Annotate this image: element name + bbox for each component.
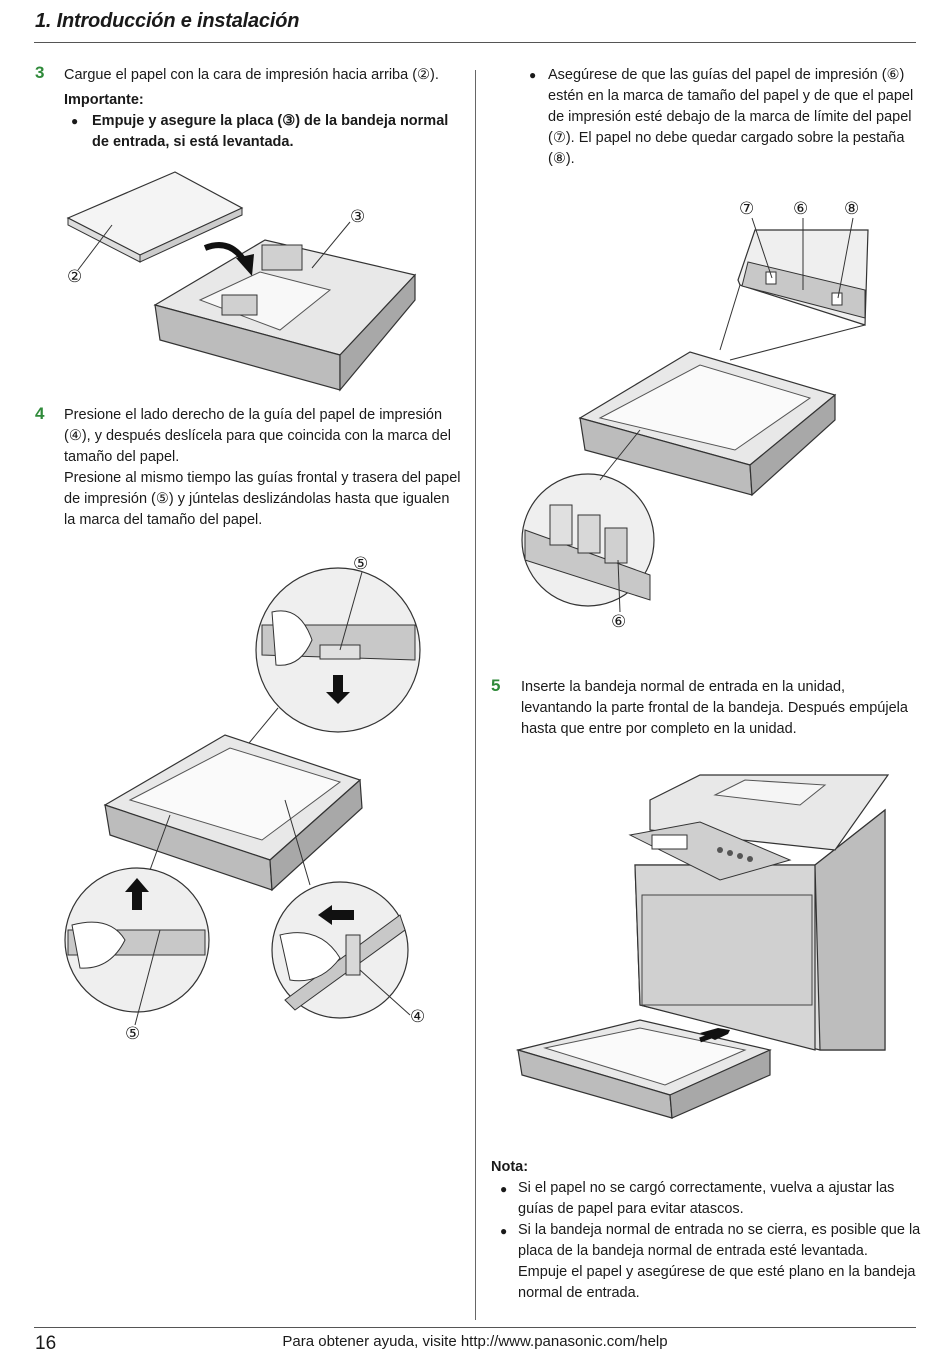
callout-6: ⑥	[611, 612, 627, 632]
callout-7: ⑦	[739, 199, 755, 219]
guide-note-line5: (⑧).	[548, 151, 575, 167]
step4-line3: tamaño del papel.	[64, 449, 180, 465]
column-divider	[475, 70, 476, 1320]
bullet-icon: ●	[529, 68, 537, 82]
callout-2: ②	[67, 267, 83, 287]
step3-text: Cargue el papel con la cara de impresión…	[64, 67, 439, 83]
nota-b2-line3: Empuje el papel y asegúrese de que esté …	[518, 1264, 916, 1280]
callout-8: ⑧	[844, 199, 860, 219]
step5-line1: Inserte la bandeja normal de entrada en …	[521, 679, 846, 695]
step3-bullet-line2: de entrada, si está levantada.	[92, 134, 294, 150]
step-number-5: 5	[491, 676, 501, 695]
guide-note-line1: Asegúrese de que las guías del papel de …	[548, 67, 905, 83]
step5-line2: levantando la parte frontal de la bandej…	[521, 700, 908, 716]
guide-note-line3: de impresión esté debajo de la marca de …	[548, 109, 912, 125]
callout-5: ⑤	[353, 554, 369, 574]
guide-note-line2: estén en la marca de tamaño del papel y …	[548, 88, 914, 104]
callout-3: ③	[350, 207, 366, 227]
callout-5: ⑤	[125, 1024, 141, 1044]
nota-b2-line4: normal de entrada.	[518, 1285, 640, 1301]
step4-line4: Presione al mismo tiempo las guías front…	[64, 470, 461, 486]
bullet-icon: ●	[500, 1224, 508, 1238]
nota-heading: Nota:	[491, 1159, 529, 1175]
footer-rule	[34, 1327, 916, 1328]
step4-line6: la marca del tamaño del papel.	[64, 512, 263, 528]
nota-b1-line1: Si el papel no se cargó correctamente, v…	[518, 1180, 895, 1196]
callout-6: ⑥	[793, 199, 809, 219]
step4-line5: de impresión (⑤) y júntelas deslizándola…	[64, 491, 450, 507]
step-number-4: 4	[35, 404, 45, 423]
step4-line1: Presione el lado derecho de la guía del …	[64, 407, 443, 423]
page-title: 1. Introducción e instalación	[35, 10, 300, 32]
nota-b2-line1: Si la bandeja normal de entrada no se ci…	[518, 1222, 921, 1238]
step4-line2: (④), y después deslícela para que coinci…	[64, 428, 451, 444]
guide-note-line4: (⑦). El papel no debe quedar cargado sob…	[548, 130, 905, 146]
bullet-icon: ●	[71, 114, 79, 128]
step3-bullet-line1: Empuje y asegure la placa (③) de la band…	[92, 113, 449, 129]
bullet-icon: ●	[500, 1182, 508, 1196]
help-link-text[interactable]: Para obtener ayuda, visite http://www.pa…	[282, 1333, 668, 1350]
step-number-3: 3	[35, 63, 45, 82]
importante-heading: Importante:	[64, 92, 144, 108]
page-number: 16	[35, 1333, 57, 1354]
header-rule	[34, 42, 916, 43]
step5-line3: hasta que entre por completo en la unida…	[521, 721, 797, 737]
callout-4: ④	[410, 1007, 426, 1027]
nota-b2-line2: placa de la bandeja normal de entrada es…	[518, 1243, 868, 1259]
nota-b1-line2: guías de papel para evitar atascos.	[518, 1201, 744, 1217]
